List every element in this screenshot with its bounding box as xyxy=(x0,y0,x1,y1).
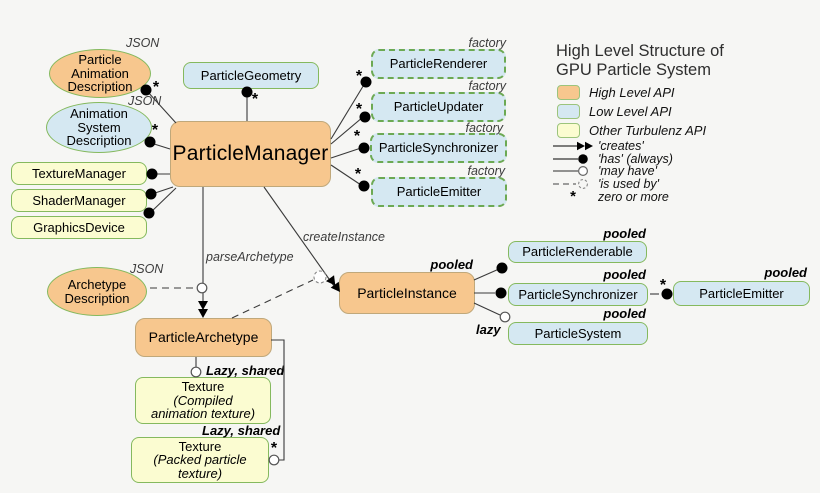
edge-label-lazy-shared-1: Lazy, shared xyxy=(206,363,285,378)
edge-label-json-2: JSON xyxy=(128,94,162,108)
low-level-api-label: Low Level API xyxy=(589,104,672,119)
legend-zero-or-more: * zero or more xyxy=(552,187,673,205)
node-particle-instance: ParticleInstance xyxy=(339,272,475,314)
diagram-title-line1: High Level Structure of xyxy=(556,42,724,60)
node-particle-manager: ParticleManager xyxy=(170,121,331,187)
low-level-api-swatch xyxy=(557,104,580,119)
node-particle-archetype: ParticleArchetype xyxy=(135,318,272,357)
legend-creates-label: 'creates' xyxy=(598,139,644,154)
edge-label-pooled-system: pooled xyxy=(603,306,646,321)
multiplicity-asterisk: * xyxy=(355,101,363,118)
texture-packed-title: Texture xyxy=(178,438,222,454)
legend-high-level-api: High Level API xyxy=(557,85,675,100)
multiplicity-asterisk: * xyxy=(353,128,361,145)
edge-label-factory-4: factory xyxy=(467,164,505,178)
texture-compiled-title: Texture xyxy=(181,379,225,395)
high-level-api-swatch xyxy=(557,85,580,100)
node-particle-geometry: ParticleGeometry xyxy=(183,62,319,89)
edge-label-json-1: JSON xyxy=(126,36,160,50)
edge-label-create-instance: createInstance xyxy=(303,230,385,244)
legend-has: 'has' (always) xyxy=(552,151,673,166)
may-have-circle-icon xyxy=(552,165,594,177)
legend-may-have-label: 'may have' xyxy=(598,164,657,179)
node-particle-synchronizer-factory: ParticleSynchronizer xyxy=(370,133,507,163)
texture-compiled-subtitle: (Compiled animation texture) xyxy=(150,392,256,422)
diagram-title: High Level Structure of GPU Particle Sys… xyxy=(556,42,724,80)
node-animation-system-description: Animation System Description xyxy=(46,102,152,153)
multiplicity-asterisk: * xyxy=(152,79,160,96)
node-particle-system: ParticleSystem xyxy=(508,322,648,345)
legend-is-used-by: 'is used by' xyxy=(552,177,673,192)
multiplicity-asterisk: * xyxy=(659,277,667,294)
node-particle-renderable: ParticleRenderable xyxy=(508,241,647,263)
node-texture-compiled: Texture (Compiled animation texture) xyxy=(135,377,271,424)
edge-label-pooled-synchronizer: pooled xyxy=(603,267,646,282)
node-texture-packed: Texture (Packed particle texture) xyxy=(131,437,269,483)
creates-arrow-icon xyxy=(552,140,594,152)
multiplicity-asterisk: * xyxy=(355,68,363,85)
diagram-title-line2: GPU Particle System xyxy=(556,61,711,79)
edge-label-pooled-instance: pooled xyxy=(430,257,473,272)
legend-is-used-by-label: 'is used by' xyxy=(598,177,660,192)
asterisk-icon: * xyxy=(570,187,576,205)
legend-zero-or-more-label: zero or more xyxy=(598,189,669,204)
legend-relations: 'creates' 'has' (always) 'may have' 'is … xyxy=(552,139,673,205)
is-used-by-circle-icon xyxy=(552,178,594,190)
dashed-connector-lines xyxy=(150,279,314,319)
legend-other-turbulenz-api: Other Turbulenz API xyxy=(557,123,706,138)
is-used-by-dashed-circle xyxy=(313,270,327,284)
edge-label-pooled-renderable: pooled xyxy=(603,226,646,241)
other-turbulenz-api-swatch xyxy=(557,123,580,138)
edge-label-lazy: lazy xyxy=(476,322,501,337)
edge-label-factory-3: factory xyxy=(465,121,503,135)
multiplicity-asterisk: * xyxy=(270,440,278,457)
node-graphics-device: GraphicsDevice xyxy=(11,216,147,239)
edge-label-lazy-shared-2: Lazy, shared xyxy=(202,423,281,438)
node-archetype-description: Archetype Description xyxy=(47,267,147,316)
other-turbulenz-api-label: Other Turbulenz API xyxy=(589,123,707,138)
edge-label-factory-1: factory xyxy=(468,36,506,50)
node-particle-animation-description: Particle Animation Description xyxy=(49,49,151,98)
node-particle-updater: ParticleUpdater xyxy=(371,92,506,122)
high-level-api-label: High Level API xyxy=(589,85,675,100)
node-particle-renderer: ParticleRenderer xyxy=(371,49,506,79)
multiplicity-asterisk: * xyxy=(251,91,259,108)
multiplicity-asterisk: * xyxy=(151,122,159,139)
edge-label-factory-2: factory xyxy=(468,79,506,93)
node-particle-emitter-pooled: ParticleEmitter xyxy=(673,281,810,306)
legend-may-have: 'may have' xyxy=(552,164,673,179)
has-circle-icon xyxy=(552,153,594,165)
node-texture-manager: TextureManager xyxy=(11,162,147,185)
edge-label-parse-archetype: parseArchetype xyxy=(206,250,294,264)
legend-creates: 'creates' xyxy=(552,139,673,154)
legend-has-label: 'has' (always) xyxy=(598,151,673,166)
texture-packed-subtitle: (Packed particle texture) xyxy=(153,452,247,481)
legend-low-level-api: Low Level API xyxy=(557,104,672,119)
creates-double-arrowheads xyxy=(198,275,340,318)
node-particle-synchronizer-pooled: ParticleSynchronizer xyxy=(508,283,648,306)
edge-label-pooled-emitter: pooled xyxy=(764,265,807,280)
edge-label-json-3: JSON xyxy=(130,262,164,276)
multiplicity-asterisk: * xyxy=(354,166,362,183)
node-particle-emitter-factory: ParticleEmitter xyxy=(371,177,507,207)
node-shader-manager: ShaderManager xyxy=(11,189,147,212)
